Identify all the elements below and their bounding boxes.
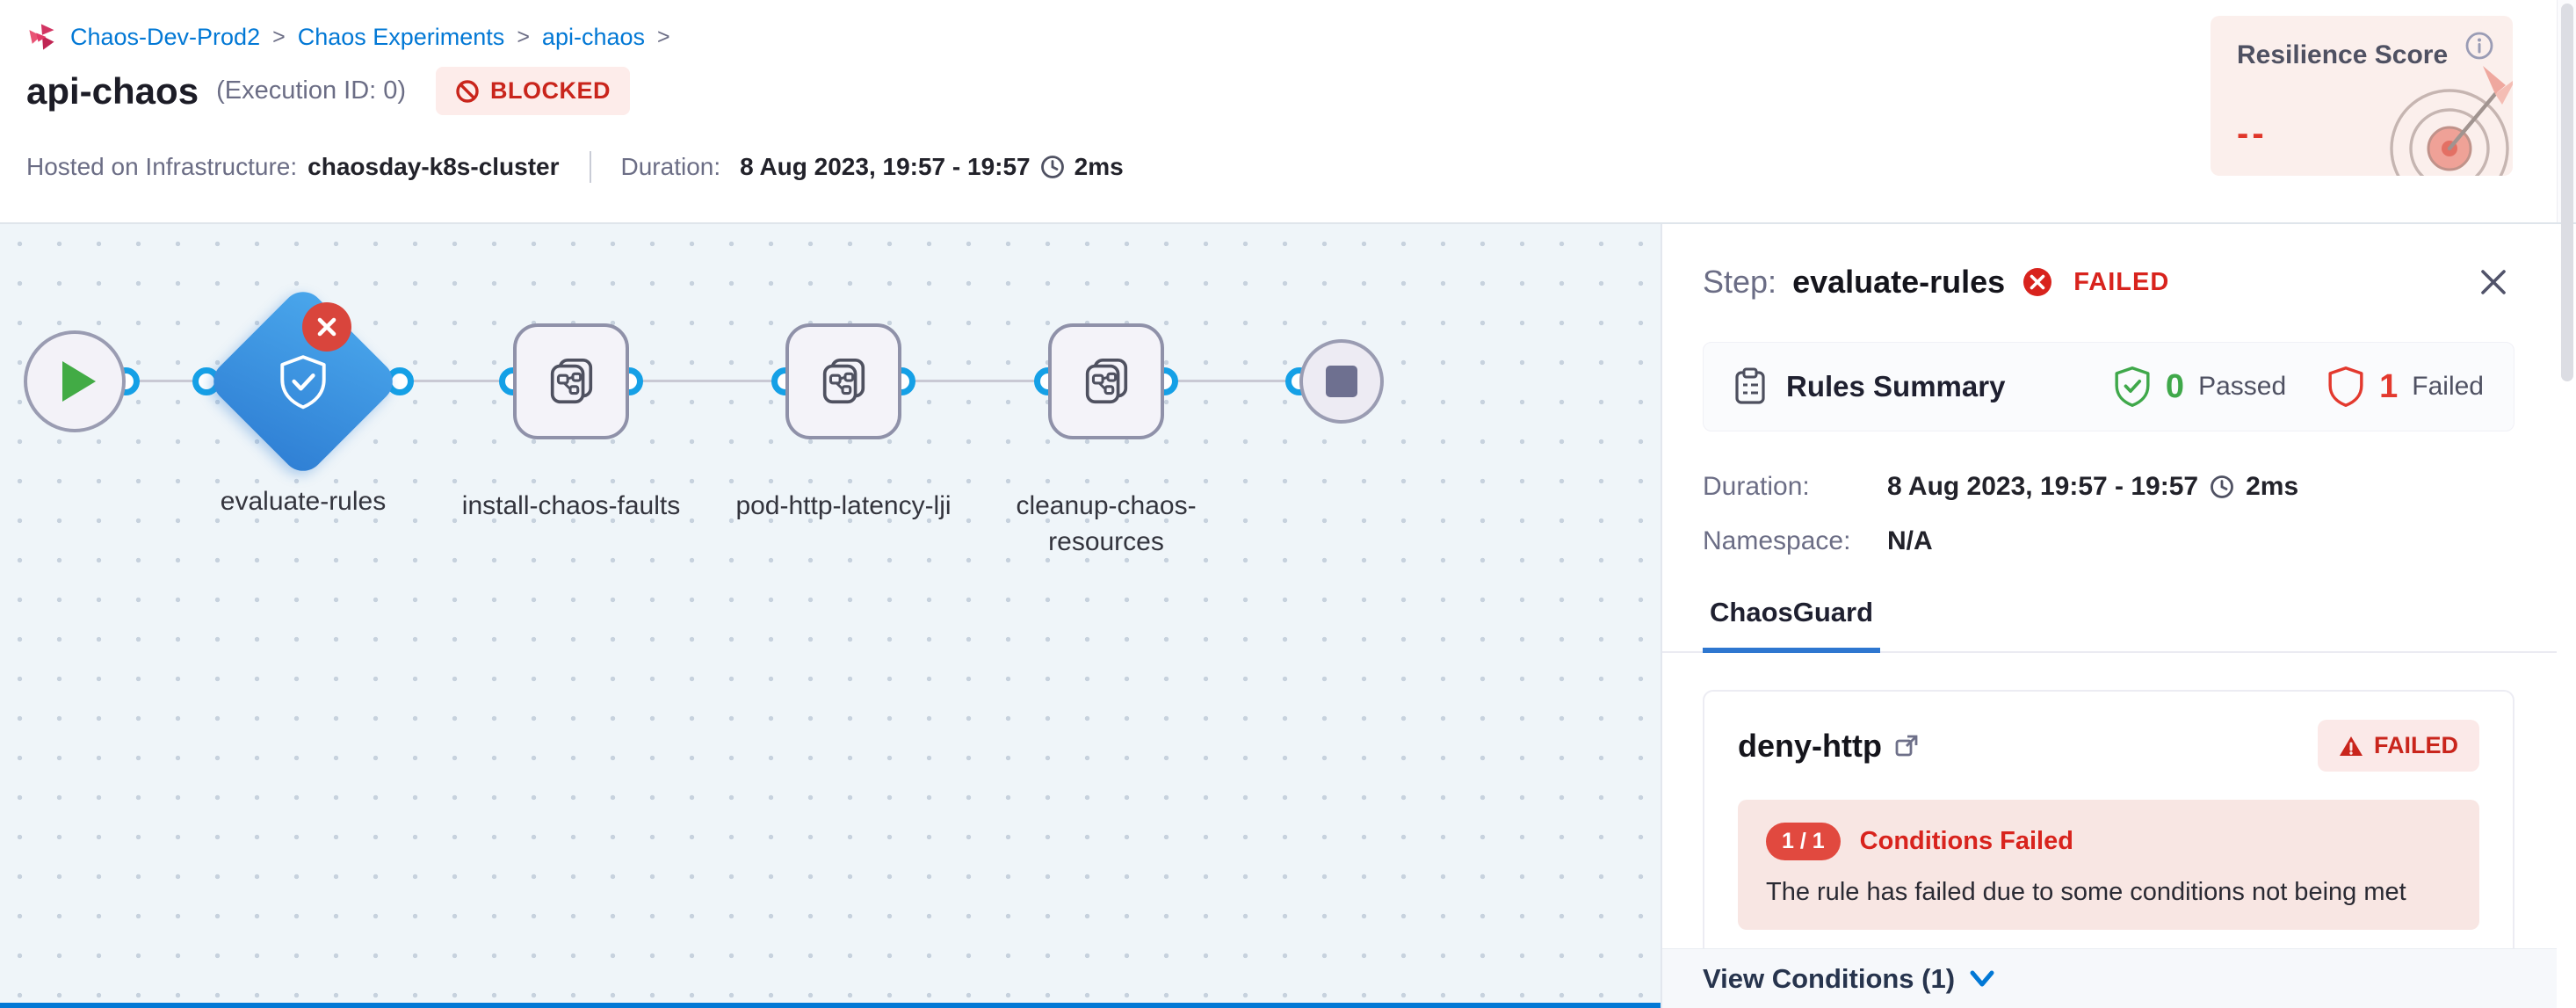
- node-failed-badge: [302, 302, 351, 352]
- breadcrumb-project[interactable]: Chaos-Dev-Prod2: [70, 23, 261, 50]
- resilience-score-card: Resilience Score --: [2211, 16, 2513, 176]
- panel-duration-label: Duration:: [1703, 472, 1810, 501]
- blocked-icon: [455, 79, 480, 104]
- breadcrumb-separator: >: [657, 24, 670, 49]
- failed-circle-icon: [2021, 265, 2054, 299]
- pipeline-canvas[interactable]: evaluate-rules install-chaos-faults pod-…: [0, 224, 1661, 1008]
- execution-id: (Execution ID: 0): [216, 76, 407, 105]
- pipeline-edge-line: [75, 380, 1342, 382]
- step-status: FAILED: [2073, 267, 2170, 296]
- rules-summary-title: Rules Summary: [1786, 370, 2006, 402]
- namespace-value: N/A: [1887, 526, 1933, 555]
- failed-count: 1: [2379, 367, 2399, 405]
- resilience-score-value: --: [2237, 114, 2268, 153]
- rule-status-label: FAILED: [2373, 732, 2458, 758]
- step-meta: Duration: 8 Aug 2023, 19:57 - 19:57 2ms: [1703, 472, 2514, 556]
- failed-shield-icon: [2326, 366, 2365, 408]
- step-details-panel: Step: evaluate-rules FAILED: [1661, 224, 2557, 1008]
- node-label-cleanup-chaos-resources: cleanup-chaos-resources: [1016, 491, 1197, 556]
- external-link-icon[interactable]: [1894, 734, 1919, 758]
- node-install-chaos-faults[interactable]: [513, 323, 629, 439]
- experiment-info-row: Hosted on Infrastructure: chaosday-k8s-c…: [26, 151, 1124, 183]
- node-label-evaluate-rules: evaluate-rules: [220, 487, 387, 516]
- duration-label: Duration:: [620, 153, 721, 180]
- stop-icon: [1326, 366, 1357, 397]
- passed-shield-icon: [2113, 366, 2152, 408]
- scrollbar-thumb[interactable]: [2561, 4, 2573, 381]
- conditions-failed-message: The rule has failed due to some conditio…: [1766, 878, 2406, 906]
- conditions-failed-title: Conditions Failed: [1859, 827, 2073, 855]
- duration-value: 8 Aug 2023, 19:57 - 19:57: [740, 153, 1031, 180]
- status-badge: BLOCKED: [436, 67, 631, 115]
- page-header: Chaos-Dev-Prod2 > Chaos Experiments > ap…: [0, 0, 2576, 381]
- pipeline-start-node: [24, 330, 126, 432]
- view-conditions-label: View Conditions (1): [1703, 962, 1956, 994]
- tab-chaosguard[interactable]: ChaosGuard: [1703, 588, 1881, 653]
- chevron-down-icon: [1969, 969, 1995, 989]
- divider: [589, 151, 591, 183]
- breadcrumb-experiment[interactable]: api-chaos: [541, 23, 645, 50]
- node-label-install-chaos-faults: install-chaos-faults: [461, 491, 681, 520]
- title-row: api-chaos (Execution ID: 0) BLOCKED: [26, 67, 631, 115]
- step-details-header: Step: evaluate-rules FAILED: [1703, 261, 2514, 303]
- rule-name[interactable]: deny-http: [1738, 727, 1882, 764]
- canvas-bottom-bar: [0, 1003, 1661, 1008]
- panel-duration-value: 8 Aug 2023, 19:57 - 19:57: [1887, 472, 2199, 501]
- breadcrumb-experiments[interactable]: Chaos Experiments: [297, 23, 505, 50]
- node-pod-http-latency[interactable]: [785, 323, 901, 439]
- infra-value: chaosday-k8s-cluster: [308, 153, 560, 180]
- passed-count: 0: [2165, 367, 2185, 405]
- scrollbar[interactable]: [2557, 0, 2576, 381]
- namespace-label: Namespace:: [1703, 526, 1851, 555]
- target-dart-illustration: [2353, 50, 2513, 176]
- shield-check-icon: [274, 352, 332, 410]
- node-label-pod-http-latency: pod-http-latency-lji: [735, 491, 952, 520]
- chaos-logo-icon: [26, 21, 58, 53]
- rule-status-badge: FAILED: [2317, 720, 2479, 772]
- page-title: api-chaos: [26, 69, 199, 112]
- play-icon: [62, 361, 96, 402]
- breadcrumb-separator: >: [272, 24, 286, 49]
- passed-label: Passed: [2198, 372, 2287, 401]
- step-label: Step:: [1703, 264, 1777, 300]
- rule-card-deny-http: deny-http: [1703, 690, 2514, 960]
- step-name: evaluate-rules: [1792, 264, 2006, 300]
- status-badge-label: BLOCKED: [490, 77, 611, 104]
- infra-label: Hosted on Infrastructure:: [26, 153, 298, 180]
- tab-bar: ChaosGuard: [1662, 588, 2557, 653]
- close-icon[interactable]: [2472, 261, 2514, 303]
- node-cleanup-chaos-resources[interactable]: [1048, 323, 1164, 439]
- rules-summary-card: Rules Summary 0 Passed: [1703, 342, 2514, 431]
- resilience-score-title: Resilience Score: [2237, 40, 2449, 69]
- clipboard-icon: [1733, 367, 1767, 406]
- namespace-row: Namespace: N/A: [1703, 526, 2514, 556]
- breadcrumb: Chaos-Dev-Prod2 > Chaos Experiments > ap…: [26, 21, 670, 53]
- pipeline-end-node: [1299, 339, 1384, 424]
- duration-ms: 2ms: [1074, 153, 1124, 180]
- failed-label: Failed: [2412, 372, 2484, 401]
- clock-icon: [1039, 154, 1066, 180]
- duration-row: Duration: 8 Aug 2023, 19:57 - 19:57 2ms: [1703, 472, 2514, 502]
- conditions-failed-alert: 1 / 1 Conditions Failed The rule has fai…: [1738, 800, 2479, 930]
- conditions-ratio-badge: 1 / 1: [1766, 823, 1841, 860]
- panel-duration-ms: 2ms: [2246, 472, 2299, 501]
- warning-icon: [2339, 735, 2363, 758]
- info-icon[interactable]: [2464, 30, 2495, 62]
- node-evaluate-rules[interactable]: [205, 283, 402, 480]
- breadcrumb-separator: >: [517, 24, 530, 49]
- clock-icon: [2209, 474, 2235, 500]
- view-conditions-button[interactable]: View Conditions (1): [1662, 948, 2557, 1008]
